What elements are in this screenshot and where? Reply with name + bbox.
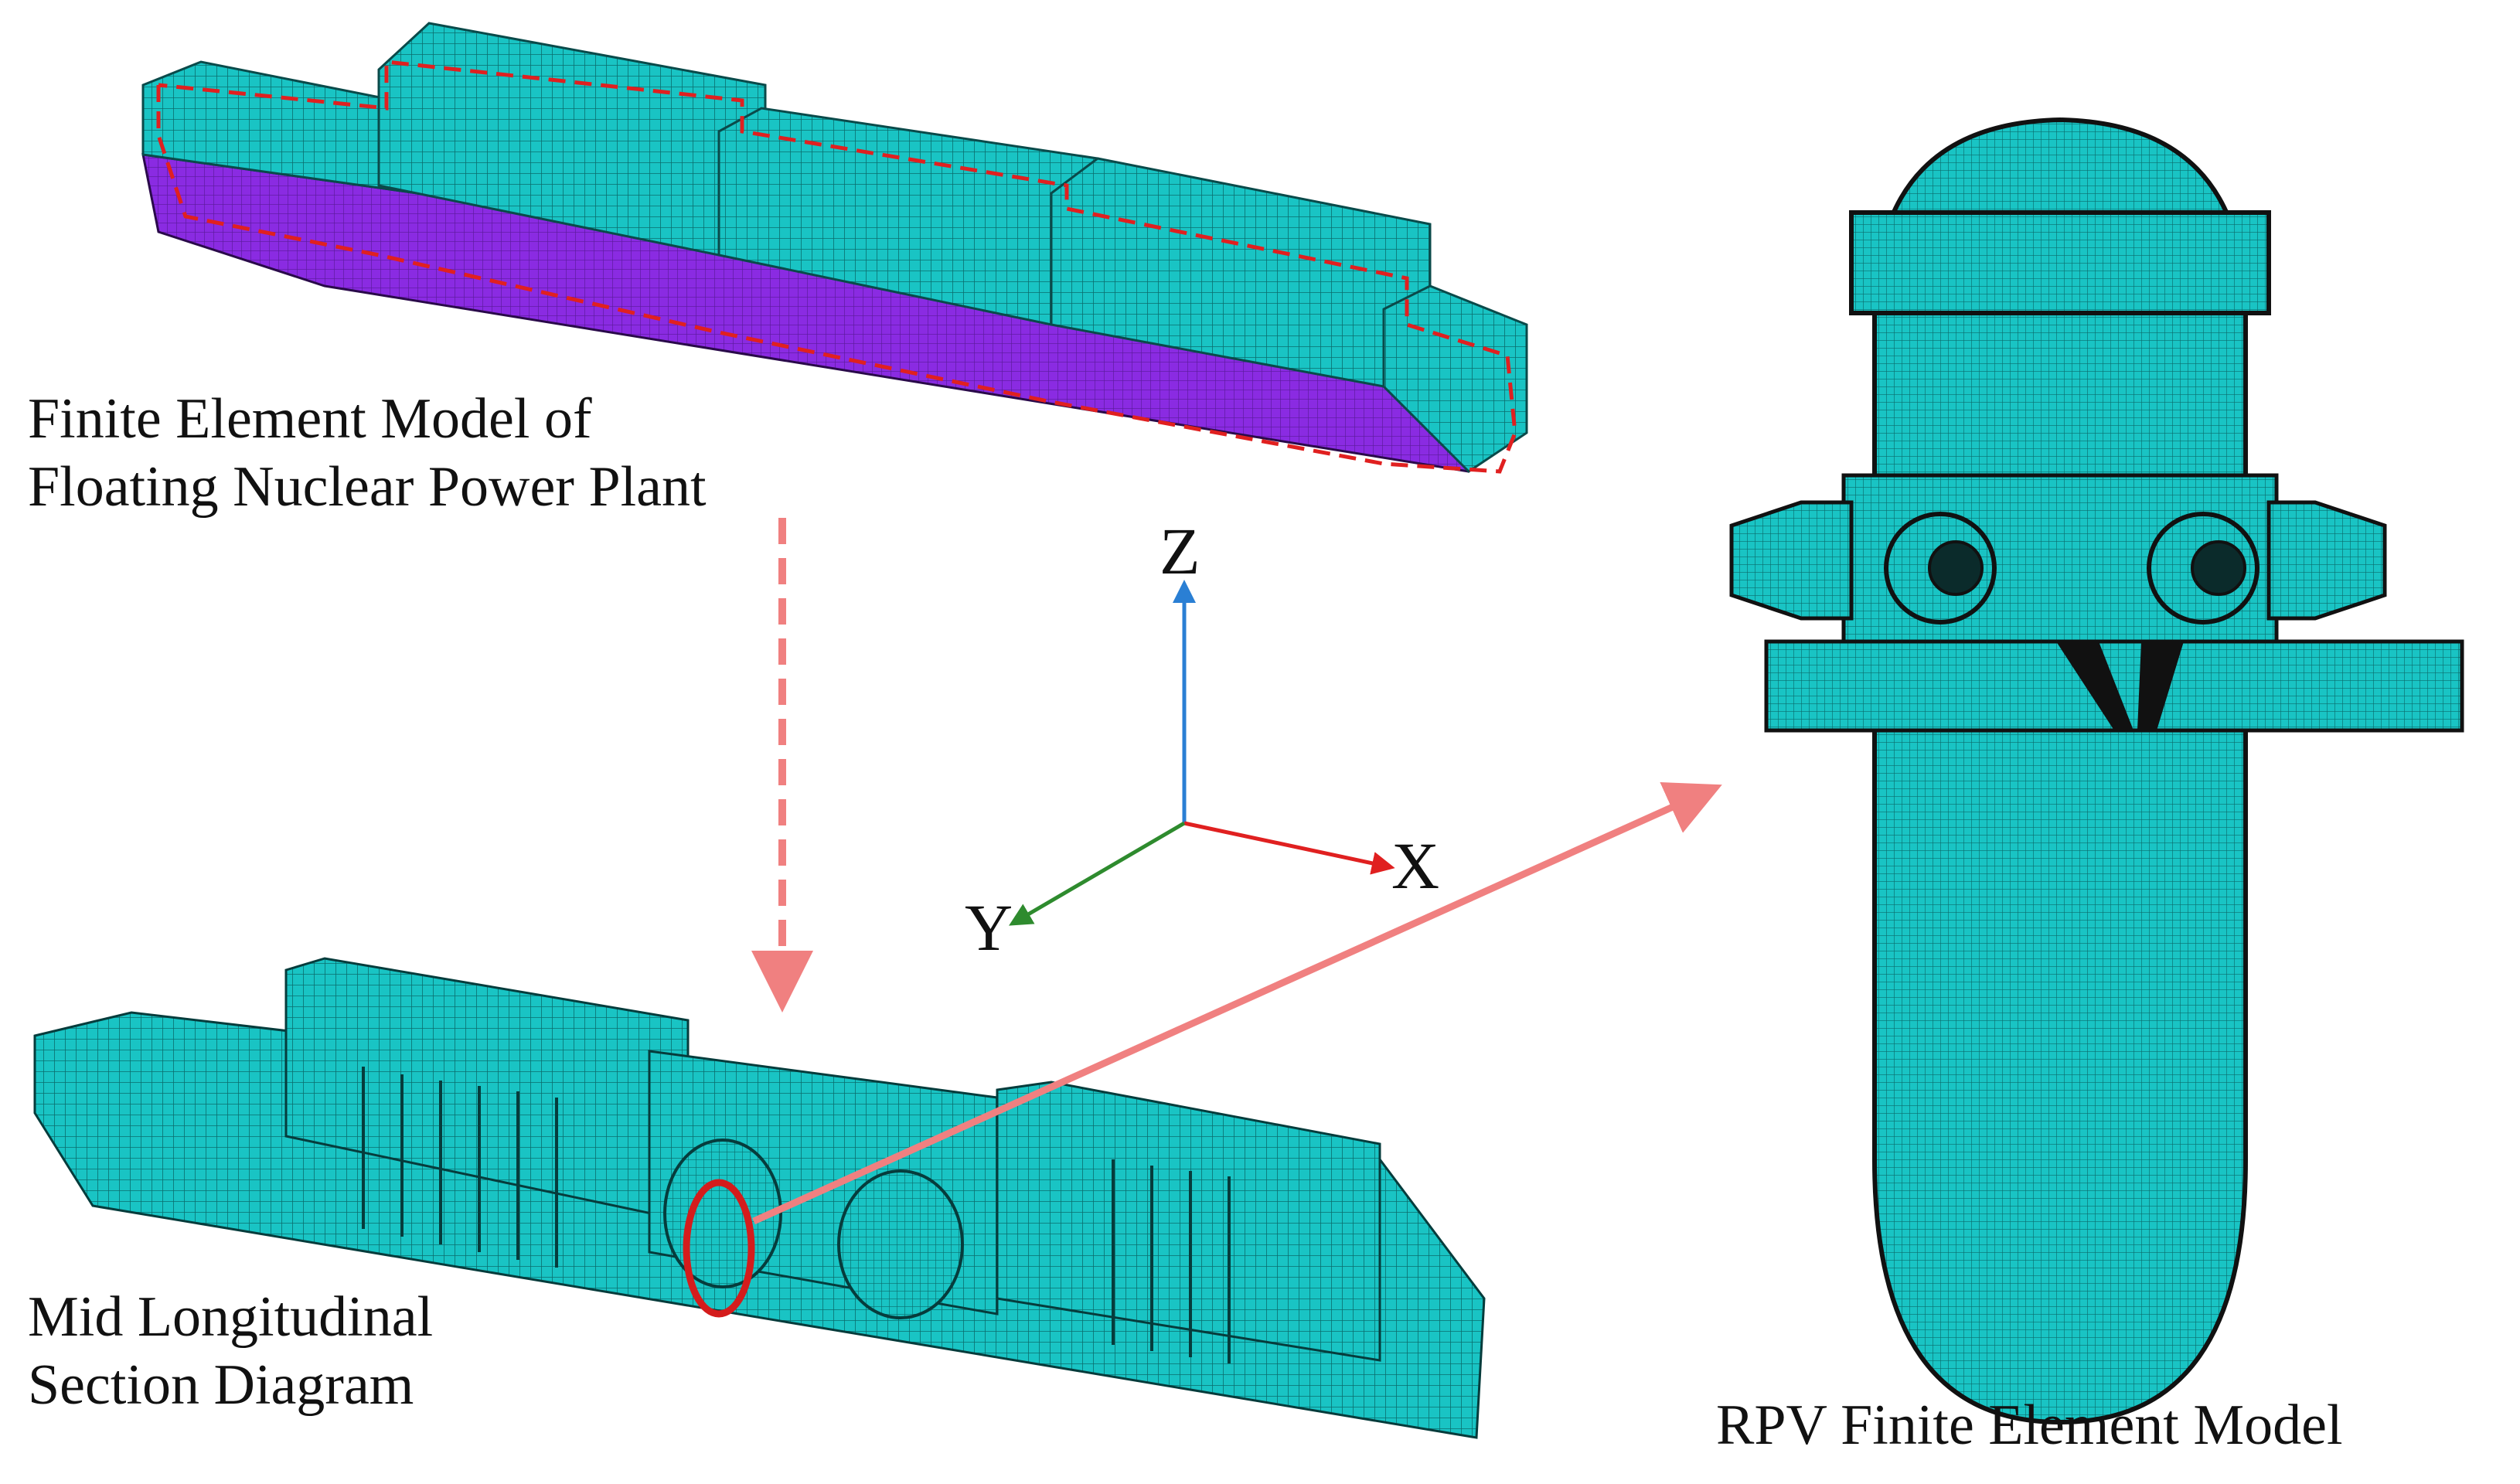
label-fem-line2: Floating Nuclear Power Plant xyxy=(28,455,707,519)
rpv-support-v-right xyxy=(2137,642,2184,730)
rpv-vessel-body xyxy=(1872,117,2248,1425)
x-axis xyxy=(1183,821,1395,875)
axis-label-z: Z xyxy=(1160,514,1200,588)
section-cut-outline xyxy=(156,60,1517,474)
label-fem-line1: Finite Element Model of xyxy=(28,387,592,451)
label-rpv: RPV Finite Element Model xyxy=(1716,1394,2343,1457)
fnpp-model xyxy=(141,22,1528,474)
section-model xyxy=(33,957,1486,1439)
label-section-line2: Section Diagram xyxy=(28,1353,414,1417)
highlight-circle xyxy=(683,1179,755,1318)
axis-label-x: X xyxy=(1391,829,1440,903)
axis-label-y: Y xyxy=(965,890,1013,965)
rpv-support-v-left xyxy=(2056,642,2133,730)
label-section-line1: Mid Longitudinal xyxy=(28,1285,434,1349)
section-reactor-2 xyxy=(837,1169,964,1319)
rpv-nozzle-left xyxy=(1729,500,1854,621)
y-axis xyxy=(1009,821,1186,926)
rpv-model xyxy=(1729,117,2464,1425)
arrow-to-rpv xyxy=(752,781,1722,1225)
rpv-opening-left-inner xyxy=(1928,540,1984,596)
axis-triad xyxy=(1009,580,1395,926)
section-superstructure-right xyxy=(996,1081,1381,1362)
rpv-nozzle-right xyxy=(2266,500,2387,621)
fnpp-stern-block xyxy=(1382,284,1528,473)
rpv-opening-right-inner xyxy=(2191,540,2246,596)
section-frames xyxy=(362,1067,1231,1363)
rpv-top-flange xyxy=(1849,210,2271,315)
